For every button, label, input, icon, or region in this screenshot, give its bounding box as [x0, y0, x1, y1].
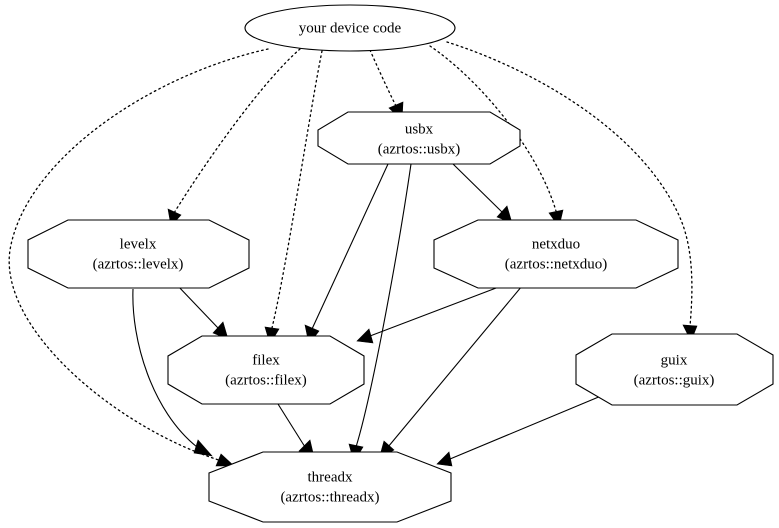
edge-usbx-to-netxduo	[451, 162, 513, 224]
node-levelx-label-namespace: (azrtos::levelx)	[93, 256, 184, 272]
node-levelx-label-name: levelx	[120, 236, 157, 252]
edge-device-to-threadx	[8, 48, 269, 467]
edge-usbx-to-filex	[304, 163, 389, 345]
node-netxduo-label-namespace: (azrtos::netxduo)	[505, 256, 607, 272]
edge-device-to-usbx	[369, 49, 404, 121]
node-guix[interactable]: guix (azrtos::guix)	[575, 333, 774, 406]
edge-levelx-to-threadx	[132, 288, 213, 457]
node-levelx[interactable]: levelx (azrtos::levelx)	[27, 219, 250, 289]
node-guix-label-name: guix	[661, 352, 688, 368]
edge-filex-to-threadx	[277, 403, 315, 458]
node-threadx-label-namespace: (azrtos::threadx)	[280, 489, 379, 505]
node-filex-label-name: filex	[252, 352, 280, 368]
node-filex-label-namespace: (azrtos::filex)	[225, 372, 307, 388]
edge-guix-to-threadx	[436, 395, 602, 467]
node-threadx-label-name: threadx	[308, 469, 353, 485]
node-filex[interactable]: filex (azrtos::filex)	[167, 335, 365, 405]
node-usbx-label-namespace: (azrtos::usbx)	[378, 141, 460, 157]
edge-usbx-to-threadx	[348, 163, 412, 463]
edge-device-to-guix	[446, 41, 698, 342]
edge-levelx-to-filex	[176, 284, 229, 340]
node-usbx[interactable]: usbx (azrtos::usbx)	[317, 111, 521, 165]
edge-device-to-filex	[264, 50, 323, 345]
node-device[interactable]: your device code	[244, 4, 456, 52]
node-netxduo-label-name: netxduo	[532, 236, 580, 252]
node-device-label: your device code	[299, 20, 402, 36]
node-netxduo[interactable]: netxduo (azrtos::netxduo)	[433, 219, 679, 289]
edge-netxduo-to-filex	[356, 284, 505, 344]
edge-netxduo-to-threadx	[378, 285, 523, 460]
node-threadx[interactable]: threadx (azrtos::threadx)	[208, 451, 452, 523]
node-layer: your device code usbx (azrtos::usbx) lev…	[27, 4, 774, 523]
node-guix-label-namespace: (azrtos::guix)	[634, 372, 715, 388]
node-usbx-label-name: usbx	[405, 121, 434, 137]
